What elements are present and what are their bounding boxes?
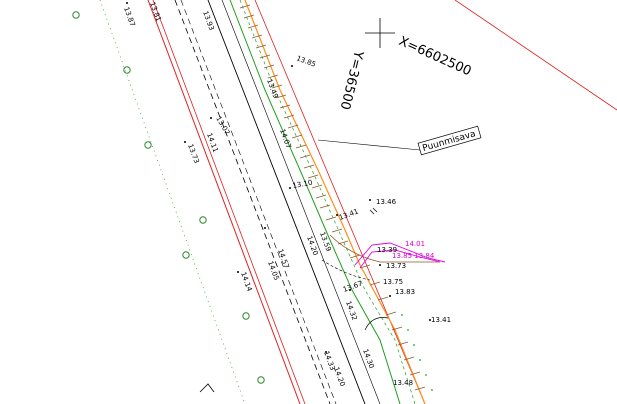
angle-marker bbox=[199, 383, 215, 393]
tree-icon bbox=[182, 251, 190, 259]
trees bbox=[72, 11, 265, 384]
elevation-label: 14.11 bbox=[205, 132, 219, 154]
survey-points bbox=[126, 2, 431, 353]
elevation-label: 13.46 bbox=[376, 198, 397, 206]
green-dots bbox=[401, 314, 433, 391]
tick-marker bbox=[369, 209, 375, 215]
x-coordinate-label: X=6602500 bbox=[396, 34, 473, 79]
driveway-curve bbox=[329, 234, 440, 263]
tree-icon bbox=[257, 376, 265, 384]
elevation-label: 14.20 bbox=[305, 235, 319, 257]
y-coordinate-label: Y=36500 bbox=[337, 48, 366, 111]
elevation-label: 13.10 bbox=[292, 179, 313, 190]
elevation-label: 13.85 bbox=[295, 54, 317, 68]
tree-icon bbox=[123, 66, 131, 74]
road-curb-right bbox=[221, 0, 381, 404]
elevation-label: 13.41 bbox=[338, 208, 360, 222]
elevation-label: 13.81 bbox=[148, 1, 162, 23]
elevation-label: 14.30 bbox=[361, 348, 375, 370]
special-label: 13.85 13.84 bbox=[392, 252, 435, 260]
elevation-label: 13.73 bbox=[386, 262, 406, 270]
elevation-label: 13.39 bbox=[377, 246, 397, 254]
tick-marker bbox=[372, 207, 378, 213]
ditch-line-2 bbox=[239, 0, 416, 404]
tree-icon bbox=[144, 141, 152, 149]
elevation-label: 14.07 bbox=[278, 128, 292, 150]
elevation-label: 14.57 bbox=[276, 248, 290, 270]
road-edge-left bbox=[147, 0, 301, 404]
elevation-label: 13.87 bbox=[122, 6, 136, 28]
tree-icon bbox=[72, 11, 80, 19]
ditch-line bbox=[229, 0, 401, 404]
elevation-label: 13.48 bbox=[393, 379, 413, 387]
tree-icon bbox=[199, 216, 207, 224]
elevation-label: 14.05 bbox=[266, 260, 280, 282]
elevation-label: 13.59 bbox=[318, 231, 332, 253]
elevation-label: 13.73 bbox=[186, 143, 200, 165]
elevation-label: 13.07 bbox=[214, 115, 231, 136]
embankment-line bbox=[244, 0, 426, 404]
dotted-boundary-left bbox=[99, 0, 246, 404]
coordinate-crosshair-icon bbox=[365, 18, 395, 48]
elevation-label: 13.83 bbox=[395, 288, 415, 296]
property-line-ne bbox=[454, 0, 617, 111]
embankment-hatching bbox=[239, 4, 426, 391]
elevation-label: 13.41 bbox=[431, 316, 451, 324]
property-line-inner bbox=[254, 0, 426, 404]
callout-box: Puunmisava bbox=[417, 125, 482, 156]
road-edge-right bbox=[207, 0, 366, 404]
road-edge-left-2 bbox=[152, 0, 306, 404]
elevation-label: 13.75 bbox=[383, 278, 403, 286]
tree-icon bbox=[242, 312, 250, 320]
junction-curve bbox=[364, 317, 389, 331]
driveway-curve-2 bbox=[321, 259, 371, 281]
special-label: 14.01 bbox=[405, 240, 425, 248]
road-centerline bbox=[174, 0, 331, 404]
special-feature bbox=[354, 242, 446, 269]
road-centerline-2 bbox=[180, 0, 337, 404]
elevation-label: 14.20 bbox=[332, 366, 346, 388]
callout-leader bbox=[317, 139, 421, 151]
